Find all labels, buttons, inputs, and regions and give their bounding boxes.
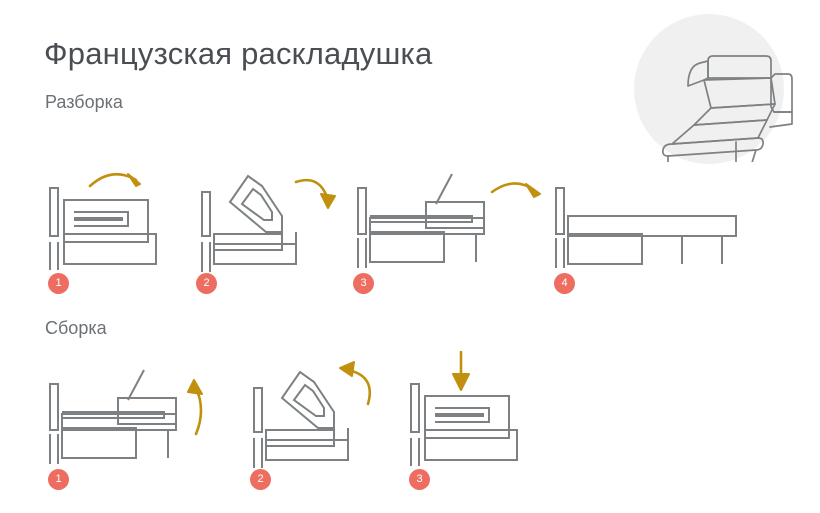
arrow-curve-right-icon (88, 172, 141, 188)
step-disassembly-1 (44, 160, 204, 272)
page-title: Французская раскладушка (44, 36, 433, 71)
step-badge-disassembly-1: 1 (48, 273, 69, 294)
step-badge-assembly-3: 3 (409, 469, 430, 490)
section-label-assembly: Сборка (45, 318, 107, 338)
step-badge-disassembly-2: 2 (196, 273, 217, 294)
step-badge-disassembly-3: 3 (353, 273, 374, 294)
arrow-curve-right-icon (490, 182, 541, 198)
hero-illustration (618, 12, 814, 164)
step-disassembly-3 (352, 160, 562, 272)
arrow-straight-down-icon (452, 350, 470, 391)
section-label-disassembly: Разборка (45, 92, 123, 112)
step-assembly-1 (44, 356, 254, 468)
step-badge-assembly-2: 2 (250, 469, 271, 490)
step-assembly-2 (248, 356, 423, 468)
step-disassembly-2 (196, 160, 366, 272)
arrow-curve-right-down-icon (294, 178, 336, 209)
step-badge-assembly-1: 1 (48, 469, 69, 490)
steps-row-assembly (0, 350, 820, 486)
sofa-bed-unfolded-icon (662, 55, 793, 162)
arrow-curve-up-icon (187, 379, 203, 436)
steps-row-disassembly (0, 160, 820, 290)
arrow-curve-left-up-icon (339, 361, 372, 406)
hero-circle-backdrop (634, 14, 784, 164)
step-disassembly-4 (550, 160, 780, 272)
step-assembly-3 (405, 350, 575, 468)
step-badge-disassembly-4: 4 (554, 273, 575, 294)
